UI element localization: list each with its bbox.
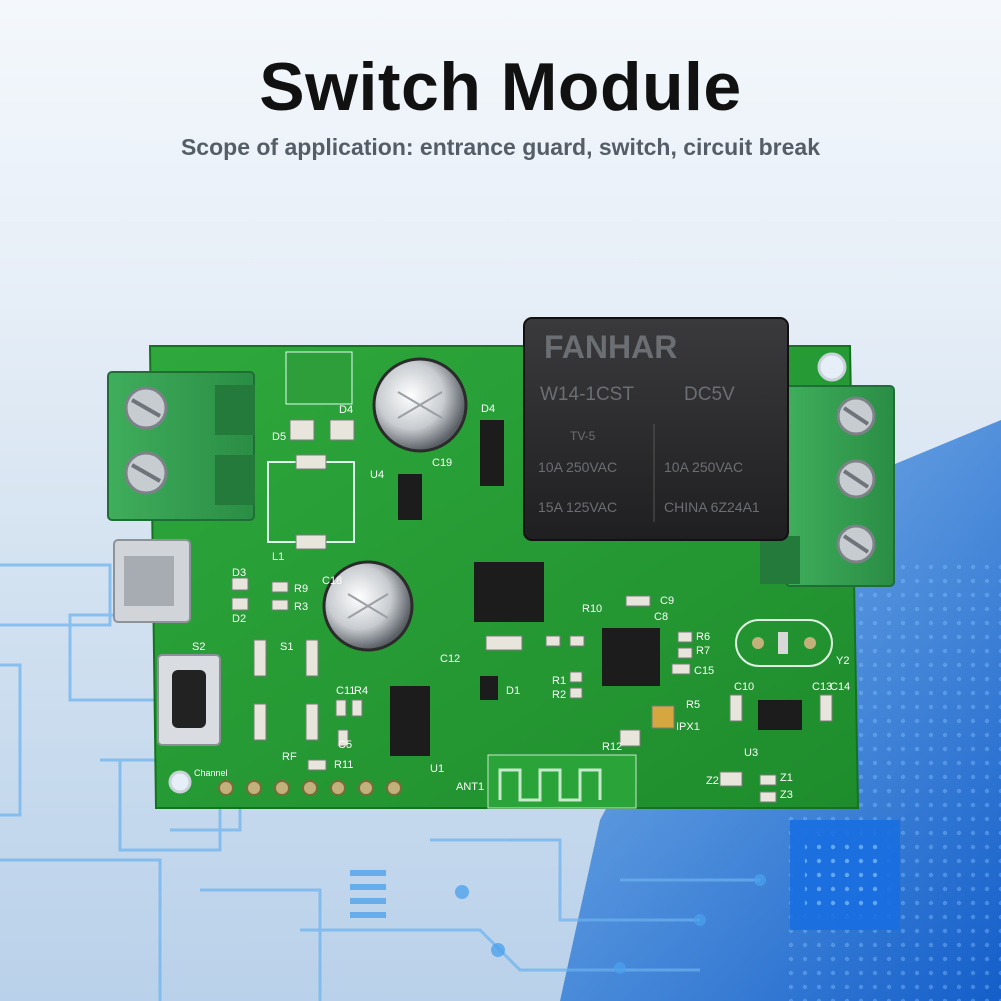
label-d2: D2 [232,613,246,625]
relay-rating-2: 10A 250VAC [664,459,743,475]
label-c12: C12 [440,653,460,665]
left-terminal-block [107,371,255,521]
label-r7: R7 [696,645,710,657]
capacitor-c18 [322,560,414,652]
label-u4: U4 [370,469,384,481]
label-c11: C11 [336,685,355,697]
capacitor-c19 [372,357,468,453]
label-d3: D3 [232,567,246,579]
label-d5: D5 [272,431,286,443]
label-r11: R11 [334,759,353,771]
crystal-oscillator [735,619,833,667]
relay: FANHAR W14-1CST DC5V TV-5 10A 250VAC 10A… [523,317,789,541]
ic-chips [390,420,802,756]
page-subtitle: Scope of application: entrance guard, sw… [180,134,821,160]
label-r5: R5 [686,699,700,711]
silkscreen-labels: D4 D4 D5 U4 C19 L1 C18 D3 R9 R3 D2 S2 S1… [192,403,850,801]
label-r1: R1 [552,675,566,687]
label-r12: R12 [602,741,622,753]
label-c15: C15 [694,665,714,677]
label-c13: C13 [812,681,832,693]
page-title: Switch Module [259,49,742,125]
relay-tv: TV-5 [570,429,596,443]
label-c10: C10 [734,681,754,693]
label-z2: Z2 [706,775,719,787]
label-z3: Z3 [780,789,793,801]
label-r6: R6 [696,631,710,643]
relay-voltage: DC5V [684,384,735,405]
label-u1: U1 [430,763,444,775]
label-u3: U3 [744,747,758,759]
label-s1: S1 [280,641,293,653]
label-r4: R4 [354,685,368,697]
relay-code: CHINA 6Z24A1 [664,499,760,515]
label-c18: C18 [322,575,342,587]
label-d4b: D4 [481,403,495,415]
label-ant1: ANT1 [456,781,484,793]
relay-rating-3: 15A 125VAC [538,499,617,515]
label-s2: S2 [192,641,205,653]
label-r9: R9 [294,583,308,595]
relay-rating-1: 10A 250VAC [538,459,617,475]
label-d1: D1 [506,685,520,697]
label-z1: Z1 [780,772,793,784]
label-channel: Channel [194,768,228,778]
label-r2: R2 [552,689,566,701]
label-rf: RF [282,751,297,763]
relay-model: W14-1CST [540,384,634,405]
label-y2: Y2 [836,655,849,667]
label-l1: L1 [272,551,284,563]
label-r3: R3 [294,601,308,613]
label-r10: R10 [582,603,602,615]
label-c5: C5 [338,739,352,751]
right-terminal-block [760,385,895,587]
label-d4a: D4 [339,404,353,416]
label-c8: C8 [654,611,668,623]
micro-usb-port [113,539,191,623]
label-ipx1: IPX1 [676,721,700,733]
push-button-s2 [157,654,221,746]
smd-components [231,351,833,803]
relay-brand: FANHAR [544,329,677,365]
label-c14: C14 [830,681,850,693]
label-c19: C19 [432,457,452,469]
label-c9: C9 [660,595,674,607]
antenna [487,754,637,809]
header-pins [218,780,402,796]
